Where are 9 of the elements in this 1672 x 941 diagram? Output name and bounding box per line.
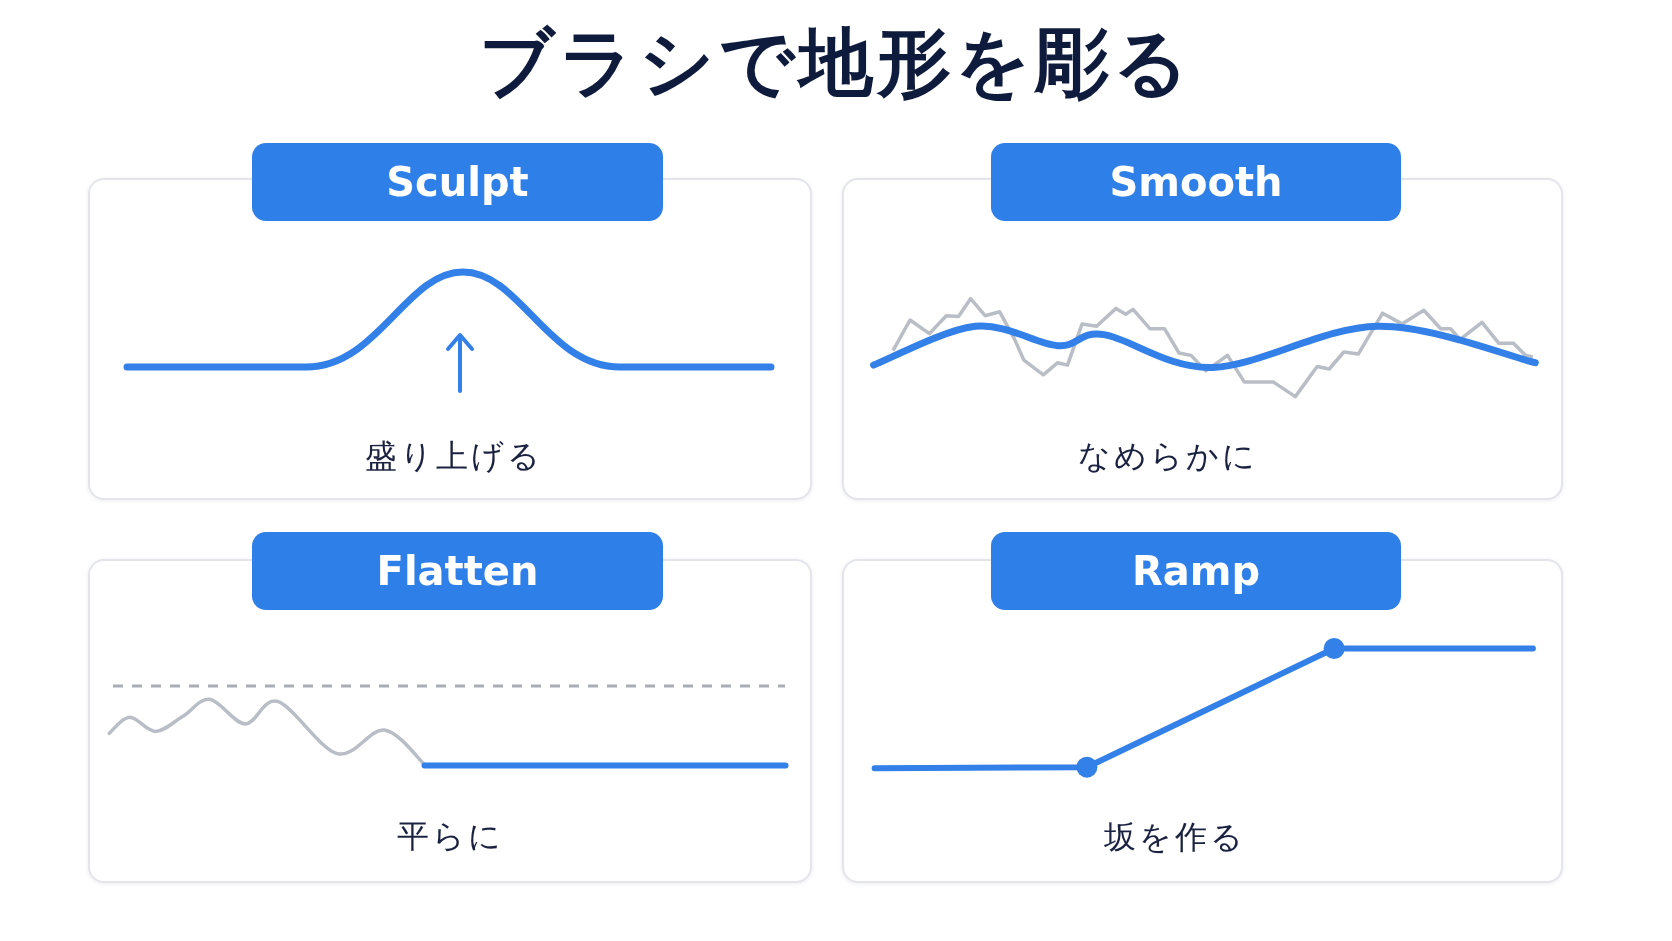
- card-caption: なめらかに: [1078, 436, 1258, 476]
- title: ブラシで地形を彫る: [478, 22, 1194, 104]
- card-heading: Smooth: [991, 143, 1401, 221]
- card-caption: 盛り上げる: [365, 436, 543, 476]
- card-heading: Ramp: [991, 532, 1401, 610]
- card-heading: Flatten: [252, 532, 663, 610]
- card-heading: Sculpt: [252, 143, 663, 221]
- card-caption: 平らに: [396, 816, 504, 856]
- card-caption: 坂を作る: [1104, 817, 1246, 857]
